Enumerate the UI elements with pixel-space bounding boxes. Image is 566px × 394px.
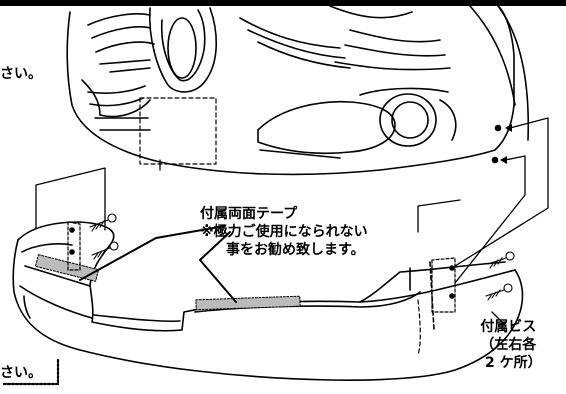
tape-note-line-1: 付属両面テープ (200, 206, 298, 222)
tape-strip-left (34, 254, 100, 282)
tape-note-label: 付属両面テープ ※極力ご使用になられない 事をお勧め致します。 (200, 205, 414, 259)
guide-lines (35, 159, 461, 233)
car-front-body (66, 5, 530, 176)
dotted-corner-mark (2, 358, 60, 386)
screw-icon (91, 241, 119, 260)
text-fragment-bottom: さい。 (0, 365, 42, 381)
left-bracket (67, 221, 81, 271)
right-bracket (431, 257, 456, 313)
screw-leader-line (491, 311, 506, 326)
screw-note-label: 付属ビス （左右各 2 ケ所） (475, 318, 542, 372)
tape-note-line-3: 事をお勧め致します。 (226, 242, 365, 258)
screw-icon (89, 213, 117, 232)
screw-icon (485, 283, 513, 301)
tape-strip-center (195, 295, 301, 311)
screw-note-line-2: （左右各 (480, 337, 537, 353)
license-plate-area (139, 97, 217, 165)
tape-note-line-2: ※極力ご使用になられない (200, 224, 368, 240)
fender-mount-points (454, 117, 549, 284)
double-sided-tape-strips (34, 254, 301, 311)
screw-note-line-1: 付属ビス (480, 319, 537, 335)
top-border-bar (0, 0, 566, 6)
screw-note-line-3: 2 ケ所） (485, 355, 542, 371)
text-fragment-top: さい。 (0, 66, 42, 82)
tape-leader-lines (79, 225, 237, 303)
screw-icon (487, 251, 515, 269)
